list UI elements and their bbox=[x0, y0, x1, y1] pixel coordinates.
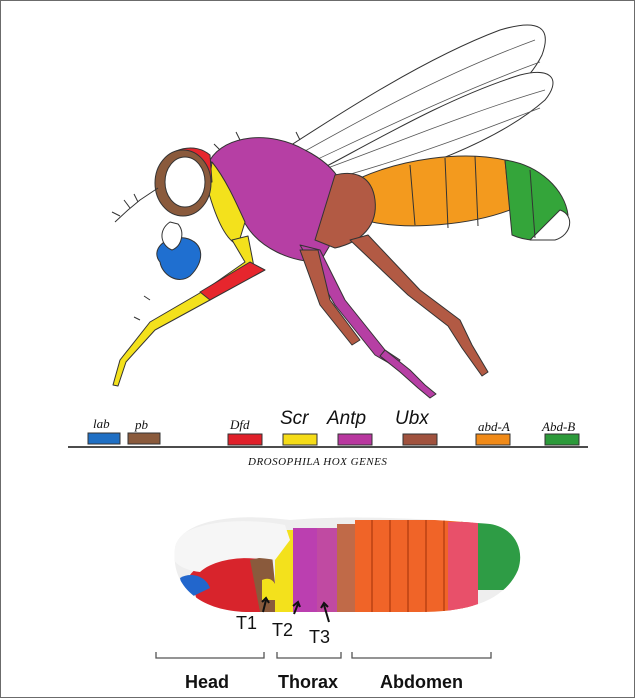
region-label-abdomen: Abdomen bbox=[380, 672, 463, 693]
region-label-head: Head bbox=[185, 672, 229, 693]
region-label-thorax: Thorax bbox=[278, 672, 338, 693]
segment-label-t2: T2 bbox=[272, 620, 293, 641]
embryo-abdomen-pink bbox=[448, 522, 478, 620]
embryo-a1-brown bbox=[337, 524, 355, 620]
segment-label-t3: T3 bbox=[309, 627, 330, 648]
embryo-abdomen-green bbox=[478, 520, 528, 590]
segment-label-t1: T1 bbox=[236, 613, 257, 634]
region-brackets bbox=[156, 652, 491, 658]
embryo-body bbox=[160, 500, 540, 630]
